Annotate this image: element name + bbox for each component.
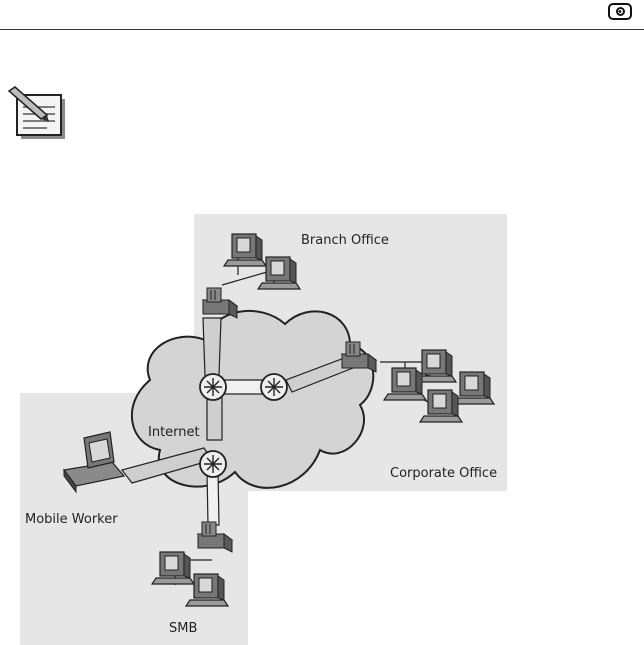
mobile-worker-label: Mobile Worker — [25, 512, 118, 527]
branch-office-label: Branch Office — [301, 233, 389, 248]
smb-label: SMB — [169, 621, 197, 636]
router-icon — [261, 374, 287, 400]
router-icon — [200, 374, 226, 400]
router-icon — [200, 451, 226, 477]
note-pad-pencil-icon — [7, 85, 73, 147]
circle-target-icon[interactable] — [608, 3, 632, 20]
network-diagram: Branch Office Internet Corporate Office … — [0, 200, 644, 645]
internet-label: Internet — [148, 425, 200, 440]
corporate-office-label: Corporate Office — [390, 466, 497, 481]
header-rule — [0, 29, 644, 30]
